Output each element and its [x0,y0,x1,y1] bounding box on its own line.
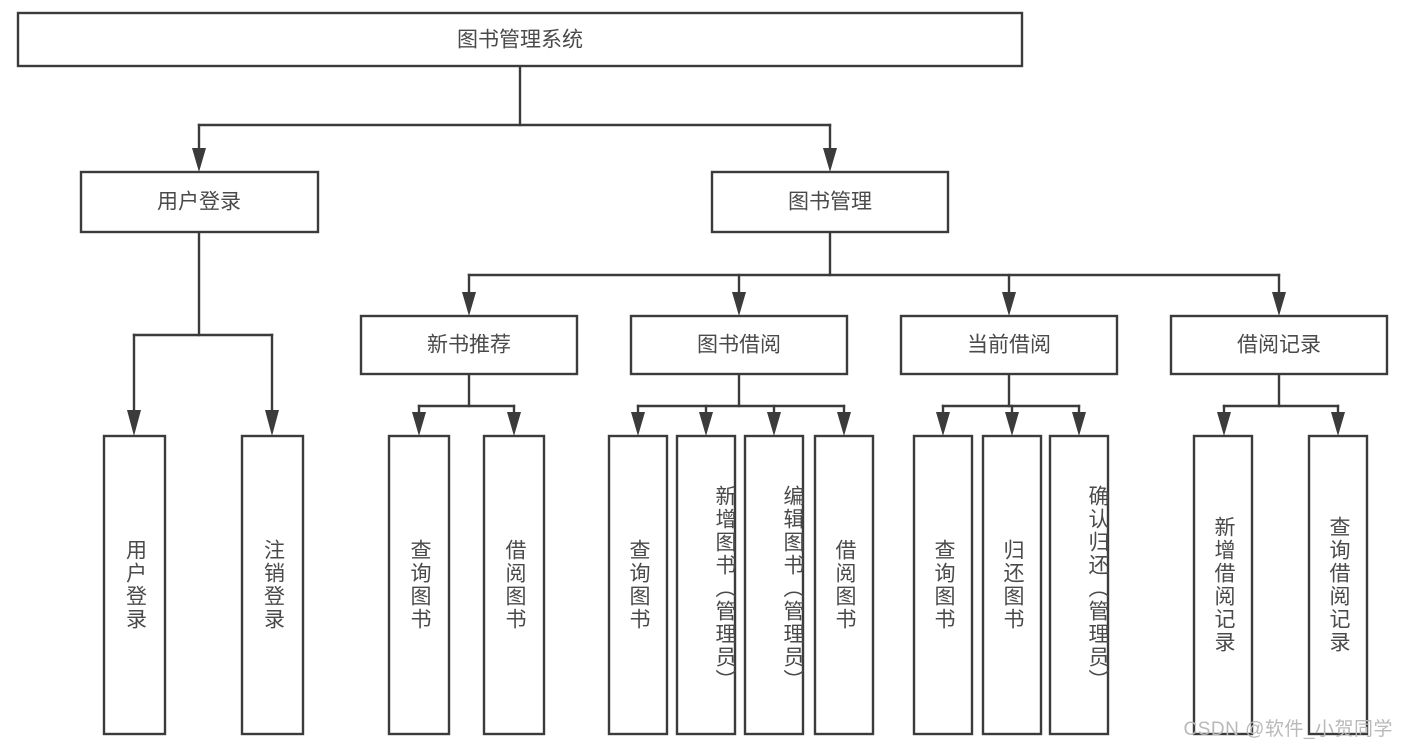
node-book-management-box[interactable] [710,170,950,234]
arrow-head-nbr-leaf-2 [507,412,521,436]
arrow-head-new-book-recommend [462,292,476,316]
arrow-head-leaf-logout [265,410,279,436]
arrow-head-bb-leaf-2 [699,412,713,436]
leaf-box-nbr-borrow-book[interactable] [482,434,546,736]
node-root[interactable]: 图书管理系统 [16,11,1024,68]
node-borrow-record-label: 借阅记录 [1237,334,1321,357]
leaf-box-bb-add-book[interactable] [675,434,737,736]
node-user-login-box[interactable] [79,170,320,234]
csdn-watermark: CSDN @软件_小贺同学 [1183,719,1393,740]
node-book-management[interactable]: 图书管理 [710,170,950,234]
node-borrow-record-box[interactable] [1169,314,1389,376]
arrow-head-nbr-leaf-1 [412,412,426,436]
arrow-head-current-borrow [1002,292,1016,316]
connector-group-book-borrow [631,372,851,436]
node-current-borrow[interactable]: 当前借阅 [899,314,1119,376]
leaf-box-bb-edit-book[interactable] [743,434,805,736]
node-new-book-recommend-box[interactable] [359,314,579,376]
node-current-borrow-box[interactable] [899,314,1119,376]
leaf-box-br-query-record[interactable] [1307,434,1369,736]
node-user-login-label: 用户登录 [157,191,241,214]
node-new-book-recommend-label: 新书推荐 [427,334,511,357]
arrow-head-borrow-record [1272,292,1286,316]
arrow-head-cb-leaf-2 [1005,412,1019,436]
leaf-box-bb-query-book[interactable] [607,434,669,736]
connector-group-root [192,64,837,172]
leaf-box-cb-return-book[interactable] [981,434,1043,736]
connector-group-new-book-recommend [412,372,521,436]
connector-group-user-login [127,230,279,436]
leaf-box-cb-confirm-return[interactable] [1048,434,1110,736]
node-current-borrow-label: 当前借阅 [967,334,1051,357]
arrow-head-bb-leaf-4 [837,412,851,436]
connector-group-book-mgmt [462,230,1286,316]
leaf-box-group [102,434,1369,736]
connector-group-borrow-record [1217,372,1345,436]
leaf-box-user-login[interactable] [102,434,167,736]
arrow-head-br-leaf-1 [1217,412,1231,436]
node-user-login[interactable]: 用户登录 [79,170,320,234]
node-root-box[interactable] [16,11,1024,68]
arrow-head-bb-leaf-1 [631,412,645,436]
leaf-box-logout[interactable] [240,434,305,736]
node-book-management-label: 图书管理 [788,191,872,214]
connector-group-current-borrow [936,372,1086,436]
leaf-box-br-add-record[interactable] [1192,434,1254,736]
arrow-head-br-leaf-2 [1331,412,1345,436]
arrow-head-cb-leaf-3 [1072,412,1086,436]
arrow-head-user-login [192,148,206,172]
node-new-book-recommend[interactable]: 新书推荐 [359,314,579,376]
arrow-head-leaf-user-login [127,410,141,436]
leaf-box-bb-borrow-book[interactable] [813,434,875,736]
node-book-borrow-label: 图书借阅 [697,334,781,357]
arrow-head-cb-leaf-1 [936,412,950,436]
arrow-head-book-mgmt [823,148,837,172]
node-borrow-record[interactable]: 借阅记录 [1169,314,1389,376]
node-book-borrow[interactable]: 图书借阅 [629,314,849,376]
arrow-head-book-borrow [732,292,746,316]
leaf-box-cb-query-book[interactable] [912,434,974,736]
node-book-borrow-box[interactable] [629,314,849,376]
leaf-box-nbr-query-book[interactable] [387,434,451,736]
arrow-head-bb-leaf-3 [767,412,781,436]
node-root-label: 图书管理系统 [457,29,583,52]
